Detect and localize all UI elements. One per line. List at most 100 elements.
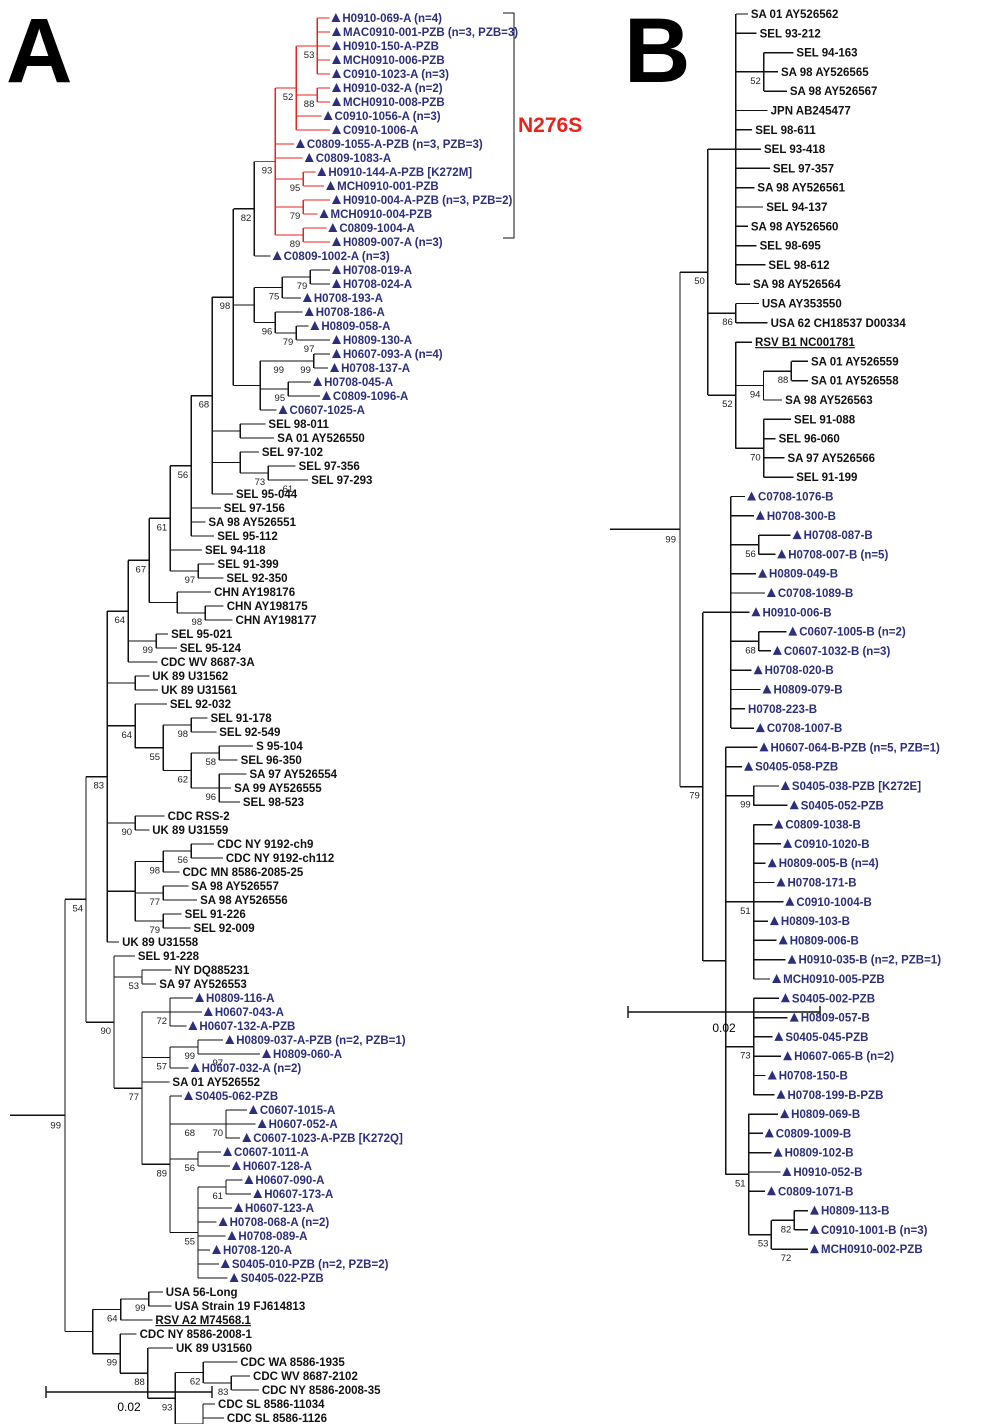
bootstrap-value: 51 [735,1178,746,1189]
taxon-label: H0708-087-B [804,530,873,542]
bootstrap-value: 72 [156,1016,167,1027]
taxon-label: C0809-1038-B [785,820,860,832]
bootstrap-value: 89 [290,239,301,250]
taxon-label: MCH0910-005-PZB [783,974,885,986]
bootstrap-value: 89 [156,1168,167,1179]
study-sample-marker [317,167,327,176]
bootstrap-value: 93 [162,1402,173,1413]
taxon-label: SA 98 AY526561 [757,183,845,195]
bootstrap-value: 56 [184,1163,195,1174]
taxon-label: USA Strain 19 FJ614813 [175,1301,306,1313]
taxon-label: SEL 92-032 [170,699,231,711]
study-sample-marker [326,181,336,190]
bootstrap-value: 57 [156,1062,167,1073]
taxon-label: C0809-1096-A [333,391,408,403]
taxon-label: H0809-116-A [206,993,274,1005]
panel-a-tree: A N276S 0.02 99548364676156689882935253H… [6,0,582,1424]
taxon-label: S0405-045-PZB [785,1032,868,1044]
taxon-label: H0708-045-A [324,377,393,389]
taxon-label: UK 89 U31561 [161,685,238,697]
study-sample-marker [313,377,323,386]
study-sample-marker [332,195,341,204]
taxon-label: MCH0910-008-PZB [343,97,445,109]
taxon-label: H0708-024-A [343,279,412,291]
taxon-label: SEL 98-011 [268,419,329,431]
bootstrap-value: 99 [300,365,311,376]
taxon-label: H0809-069-B [791,1109,860,1121]
bootstrap-value: 53 [128,981,139,992]
bootstrap-value: 96 [205,792,216,803]
bootstrap-value: 77 [149,897,160,908]
taxon-label: SA 98 AY526565 [781,67,869,79]
taxon-label: SEL 93-212 [760,28,821,40]
bootstrap-value: 98 [177,729,188,740]
taxon-label: RSV A2 M74568.1 [155,1315,251,1327]
taxon-label: S0405-022-PZB [241,1273,324,1285]
study-sample-marker [310,321,320,330]
bootstrap-value: 51 [740,906,751,917]
study-sample-marker [212,1245,222,1254]
taxon-label: C0708-1076-B [758,492,833,504]
bootstrap-value: 61 [157,522,168,533]
study-sample-marker [195,993,205,1002]
taxon-label: H0910-144-A-PZB [K272M] [328,167,472,179]
bootstrap-value: 56 [177,855,188,866]
taxon-label: C0910-1001-B (n=3) [821,1225,928,1237]
n276s-bracket [503,12,515,239]
study-sample-marker [302,293,312,302]
taxon-label: H0809-103-B [781,916,850,928]
taxon-label: H0910-006-B [762,607,831,619]
study-sample-marker [225,1035,235,1044]
bootstrap-value: 83 [218,1387,229,1398]
bootstrap-value: 98 [220,301,231,312]
bootstrap-value: 90 [100,1026,111,1037]
study-sample-marker [759,742,769,752]
taxon-label: H0607-052-A [269,1119,338,1131]
taxon-label: H0708-020-B [765,665,834,677]
taxon-label: C0809-1004-A [339,223,414,235]
study-sample-marker [304,153,314,162]
taxon-label: SEL 91-399 [218,559,279,571]
taxon-label: UK 89 U31558 [122,937,199,949]
study-sample-marker [778,935,788,945]
study-sample-marker [776,877,786,887]
taxon-label: SEL 97-293 [311,475,372,487]
taxon-label: H0708-120-A [223,1245,292,1257]
study-sample-marker [257,1119,267,1128]
taxon-label: SEL 91-199 [796,472,857,484]
taxon-label: UK 89 U31562 [152,671,228,683]
taxon-label: SEL 95-044 [236,489,298,501]
taxon-label: SEL 98-611 [755,125,816,137]
taxon-label: H0607-132-A-PZB [199,1021,295,1033]
taxon-label: CDC MN 8586-2085-25 [182,867,303,879]
bootstrap-value: 99 [740,800,751,811]
bootstrap-value: 55 [184,1237,195,1248]
taxon-label: SEL 96-060 [779,434,840,446]
study-sample-marker [810,1224,819,1234]
bootstrap-value: 86 [722,317,733,328]
taxon-label: USA 56-Long [166,1287,238,1299]
bootstrap-value: 64 [107,1314,118,1325]
study-sample-marker [810,1244,819,1254]
taxon-label: H0607-173-A [264,1189,333,1201]
study-sample-marker [332,69,341,78]
bootstrap-value: 67 [136,564,147,575]
taxon-label: SEL 97-356 [299,461,360,473]
taxon-label: SA 98 AY526557 [191,881,279,893]
study-sample-marker [789,1012,799,1022]
bootstrap-value: 62 [190,1377,201,1388]
taxon-label: SA 99 AY526555 [234,783,322,795]
bootstrap-value: 94 [750,390,761,401]
taxon-label: CHN AY198177 [236,615,317,627]
taxon-label: C0708-1007-B [767,723,842,735]
taxon-label: MCH0910-004-PZB [331,209,433,221]
taxon-label: H0809-049-B [769,569,838,581]
study-sample-marker [764,1128,774,1138]
taxon-label: SEL 94-118 [205,545,266,557]
taxon-label: SEL 98-523 [243,797,304,809]
taxon-label: H0809-079-B [773,685,842,697]
study-sample-marker [769,916,779,926]
study-sample-marker [248,1105,258,1114]
taxon-label: CDC NY 9192-ch9 [217,839,313,851]
taxon-label: H0708-019-A [343,265,412,277]
